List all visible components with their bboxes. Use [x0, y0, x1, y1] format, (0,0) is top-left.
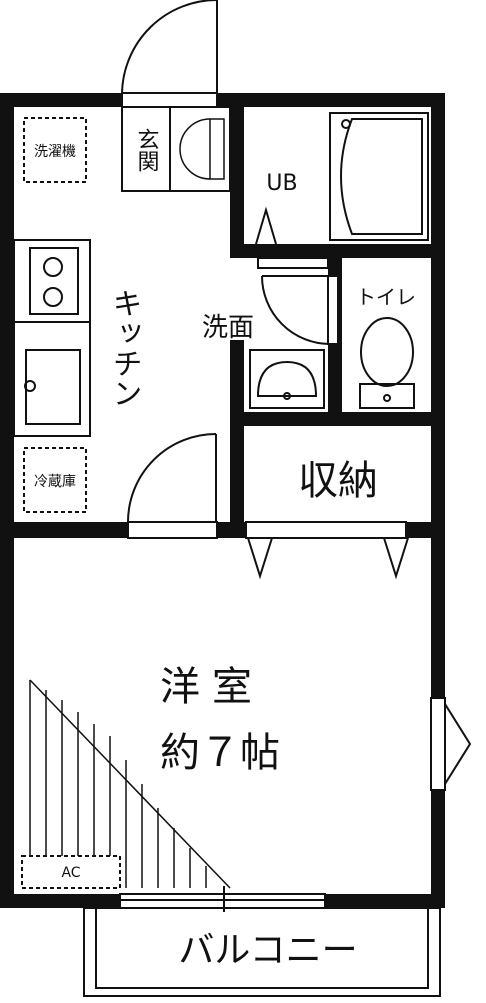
air-conditioner-space: [21, 855, 121, 889]
loft-hatch: [29, 679, 231, 889]
storage-label: 収納: [298, 458, 378, 504]
outer-walls: [0, 93, 445, 908]
balcony: [83, 907, 441, 997]
unit-bath-label: UB: [266, 171, 297, 196]
unit-bath-fixture: [255, 112, 429, 245]
storage-doors: [245, 521, 409, 580]
room-door: [127, 433, 218, 539]
ac-label: AC: [61, 865, 80, 881]
toilet-fixture: [359, 317, 415, 409]
washroom-label: 洗面: [202, 313, 254, 343]
kitchen-counter: [13, 239, 91, 437]
toilet-label: トイレ: [356, 285, 416, 309]
balcony-window: [119, 886, 326, 912]
entrance-label: 玄関: [134, 128, 159, 172]
shoe-cabinet-doors: [179, 118, 225, 180]
wash-basin: [249, 349, 325, 409]
western-room-size-label: 約７帖: [160, 730, 280, 776]
entrance-box: [121, 106, 231, 192]
entrance-door: [121, 0, 218, 108]
side-window: [430, 697, 472, 791]
kitchen-label: キッチン: [107, 288, 142, 408]
refrigerator-label: 冷蔵庫: [34, 473, 76, 490]
western-room-label: 洋室: [160, 664, 264, 710]
refrigerator-space: [23, 447, 87, 513]
balcony-label: バルコニー: [178, 930, 357, 971]
washing-machine-space: [23, 117, 87, 183]
washroom-door: [257, 257, 339, 345]
washing-machine-label: 洗濯機: [34, 144, 76, 160]
